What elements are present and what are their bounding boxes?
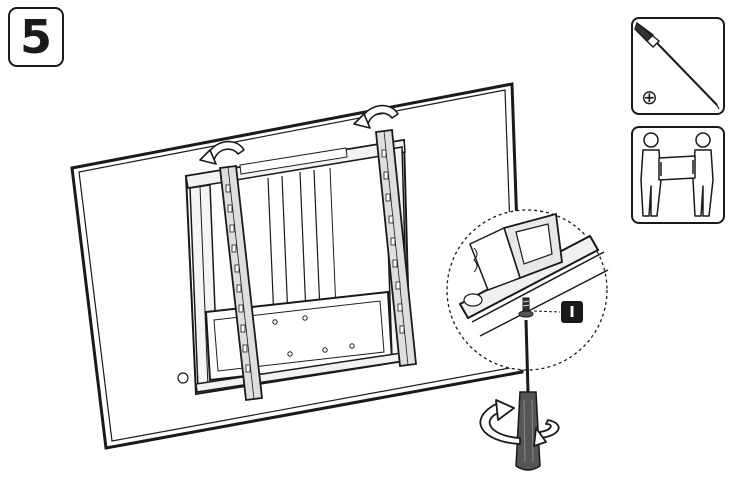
two-person-lift-icon	[640, 132, 714, 217]
left-mounting-bracket	[219, 164, 263, 402]
step-number-badge: 5	[8, 7, 64, 67]
phillips-symbol: ⊕	[641, 85, 658, 109]
right-mounting-bracket	[375, 128, 417, 368]
step-number: 5	[19, 10, 52, 64]
rotate-arrow-icon	[353, 104, 399, 129]
two-person-lift-tool-box	[631, 126, 725, 224]
phillips-screwdriver-tool-box: ⊕	[631, 17, 725, 115]
rotate-arrow-icon	[199, 140, 245, 165]
part-label: I	[569, 302, 575, 321]
screwdriver-icon	[515, 319, 541, 471]
turn-clockwise-arrow-icon	[479, 399, 560, 447]
detail-magnifier	[446, 209, 609, 371]
part-callout-label: I	[561, 301, 583, 323]
screw-icon	[518, 297, 534, 318]
wall-mount-frame	[177, 138, 412, 396]
phillips-screwdriver-icon	[634, 21, 720, 110]
